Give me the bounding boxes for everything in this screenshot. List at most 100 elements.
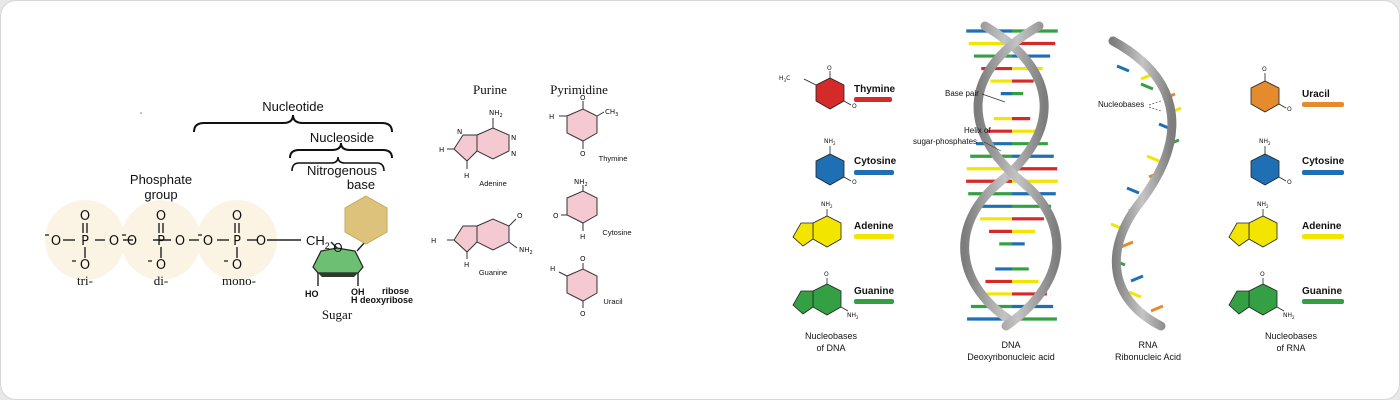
dna-caption-line2: of DNA xyxy=(816,343,845,353)
nh2-label: NH2 xyxy=(847,312,859,320)
atom-o: O xyxy=(109,234,119,249)
thymine-o: O xyxy=(580,150,586,158)
cytosine-o: O xyxy=(553,212,559,220)
phosphate-label: Phosphate xyxy=(130,172,192,187)
dna-bar-guanine xyxy=(854,299,894,304)
rna-base-label-adenine: Adenine xyxy=(1302,221,1342,232)
base-pair-label: Base pair xyxy=(945,89,979,98)
atom-o: O xyxy=(127,234,137,249)
mono-label: mono- xyxy=(222,273,256,288)
guanine-h: H xyxy=(464,261,469,269)
nucleotide-panel: O O P O O O O P O O O O P O O CH2 xyxy=(45,99,413,322)
atom-o: O xyxy=(232,258,242,273)
rna-base-label-guanine: Guanine xyxy=(1302,286,1342,297)
rna-label-line1: RNA xyxy=(1138,340,1157,350)
atom-o: O xyxy=(256,234,266,249)
nucleoside-label: Nucleoside xyxy=(310,130,374,145)
o-label: O xyxy=(1262,66,1267,73)
dna-base-label-thymine: Thymine xyxy=(854,84,896,95)
uracil-label: Uracil xyxy=(603,297,623,306)
bases-panel: Purine Pyrimidine NH2 H H N N N Adenine … xyxy=(431,82,632,318)
rna-backbone-strand xyxy=(1108,36,1177,331)
atom-o: O xyxy=(232,209,242,224)
ribose-label: ribose xyxy=(382,286,409,296)
adenine-h: H xyxy=(439,146,444,154)
rna-bar-cytosine xyxy=(1302,170,1344,175)
o-label: O xyxy=(1287,106,1292,113)
rna-adenine-icon: NH2 xyxy=(1228,201,1278,248)
di-label: di- xyxy=(154,273,168,288)
thymine-ch3: CH3 xyxy=(605,108,618,118)
rna-nucleobase-tick xyxy=(1128,290,1142,299)
cytosine-structure: NH2 H O Cytosine xyxy=(553,178,632,241)
rna-caption-line2: of RNA xyxy=(1276,343,1305,353)
dna-base-label-guanine: Guanine xyxy=(854,286,894,297)
purine-heading: Purine xyxy=(473,82,507,97)
uracil-o: O xyxy=(580,310,586,318)
nitrogenous-base-hexagon xyxy=(344,195,388,245)
helix-label-line1: Helix of xyxy=(964,126,991,135)
deoxyribose-label: H deoxyribose xyxy=(351,295,413,305)
helix-label-line2: sugar-phosphates xyxy=(913,137,977,146)
dna-cytosine-icon: NH2 O xyxy=(815,138,857,186)
adenine-n: N xyxy=(457,128,462,136)
o-label: O xyxy=(824,271,829,278)
brace-nucleotide xyxy=(193,114,393,133)
sugar-ring-edge xyxy=(318,273,358,277)
adenine-structure: NH2 H H N N N Adenine xyxy=(439,109,516,188)
thymine-structure: O CH3 O H Thymine xyxy=(549,94,627,163)
atom-o: O xyxy=(51,234,61,249)
rna-guanine-icon: O NH2 xyxy=(1228,271,1295,320)
adenine-n: N xyxy=(511,134,516,142)
rna-bar-uracil xyxy=(1302,102,1344,107)
dna-rna-panel: H3C O O NH2 O NH2 O NH2 Thymine Cytosine xyxy=(779,21,1345,362)
atom-o: O xyxy=(175,234,185,249)
atom-o: O xyxy=(156,258,166,273)
o-label: O xyxy=(827,65,832,72)
guanine-label: Guanine xyxy=(479,268,507,277)
adenine-label: Adenine xyxy=(479,179,507,188)
phosphate-chain-bonds xyxy=(63,223,374,286)
o-label: O xyxy=(852,179,857,186)
guanine-h: H xyxy=(431,237,436,245)
nh2-label: NH2 xyxy=(824,138,836,146)
ch2-label: CH2 xyxy=(306,233,330,251)
ring-oxygen: O xyxy=(333,241,342,255)
phosphate-circle-mono xyxy=(197,200,277,280)
oh-label: OH xyxy=(351,287,365,297)
rna-nucleobase-tick xyxy=(1150,304,1164,313)
dna-label-line2: Deoxyribonucleic acid xyxy=(967,352,1055,362)
rna-nucleobase-tick xyxy=(1126,186,1140,195)
dna-guanine-icon: O NH2 xyxy=(792,271,859,320)
rna-caption-line1: Nucleobases xyxy=(1265,331,1318,341)
adenine-n: N xyxy=(511,150,516,158)
dna-backbone-strand-2 xyxy=(973,21,1062,331)
o-label: O xyxy=(1260,271,1265,278)
dna-adenine-icon: NH2 xyxy=(792,201,842,248)
atom-p: P xyxy=(157,234,165,249)
uracil-o: O xyxy=(580,255,586,263)
dna-caption-line1: Nucleobases xyxy=(805,331,858,341)
atom-o: O xyxy=(203,234,213,249)
nucleobases-callout: Nucleobases xyxy=(1098,100,1144,109)
atom-o: O xyxy=(80,258,90,273)
thymine-label: Thymine xyxy=(599,154,628,163)
dna-base-label-adenine: Adenine xyxy=(854,221,894,232)
rna-bar-adenine xyxy=(1302,234,1344,239)
nh2-label: NH2 xyxy=(1259,138,1271,146)
nucleotide-label: Nucleotide xyxy=(262,99,323,114)
charge-marks xyxy=(45,234,228,262)
atom-p: P xyxy=(233,234,241,249)
guanine-nh2: NH2 xyxy=(519,246,533,256)
brace-nucleoside xyxy=(289,142,393,159)
pyrimidine-heading: Pyrimidine xyxy=(550,82,608,97)
nh2-label: NH2 xyxy=(1283,312,1295,320)
rna-cytosine-icon: NH2 O xyxy=(1250,138,1292,186)
cytosine-h: H xyxy=(580,233,585,241)
dna-bar-thymine xyxy=(854,97,892,102)
guanine-o: O xyxy=(517,212,523,220)
nh2-label: NH2 xyxy=(1257,201,1269,209)
rna-nucleobase-tick xyxy=(1130,274,1144,283)
